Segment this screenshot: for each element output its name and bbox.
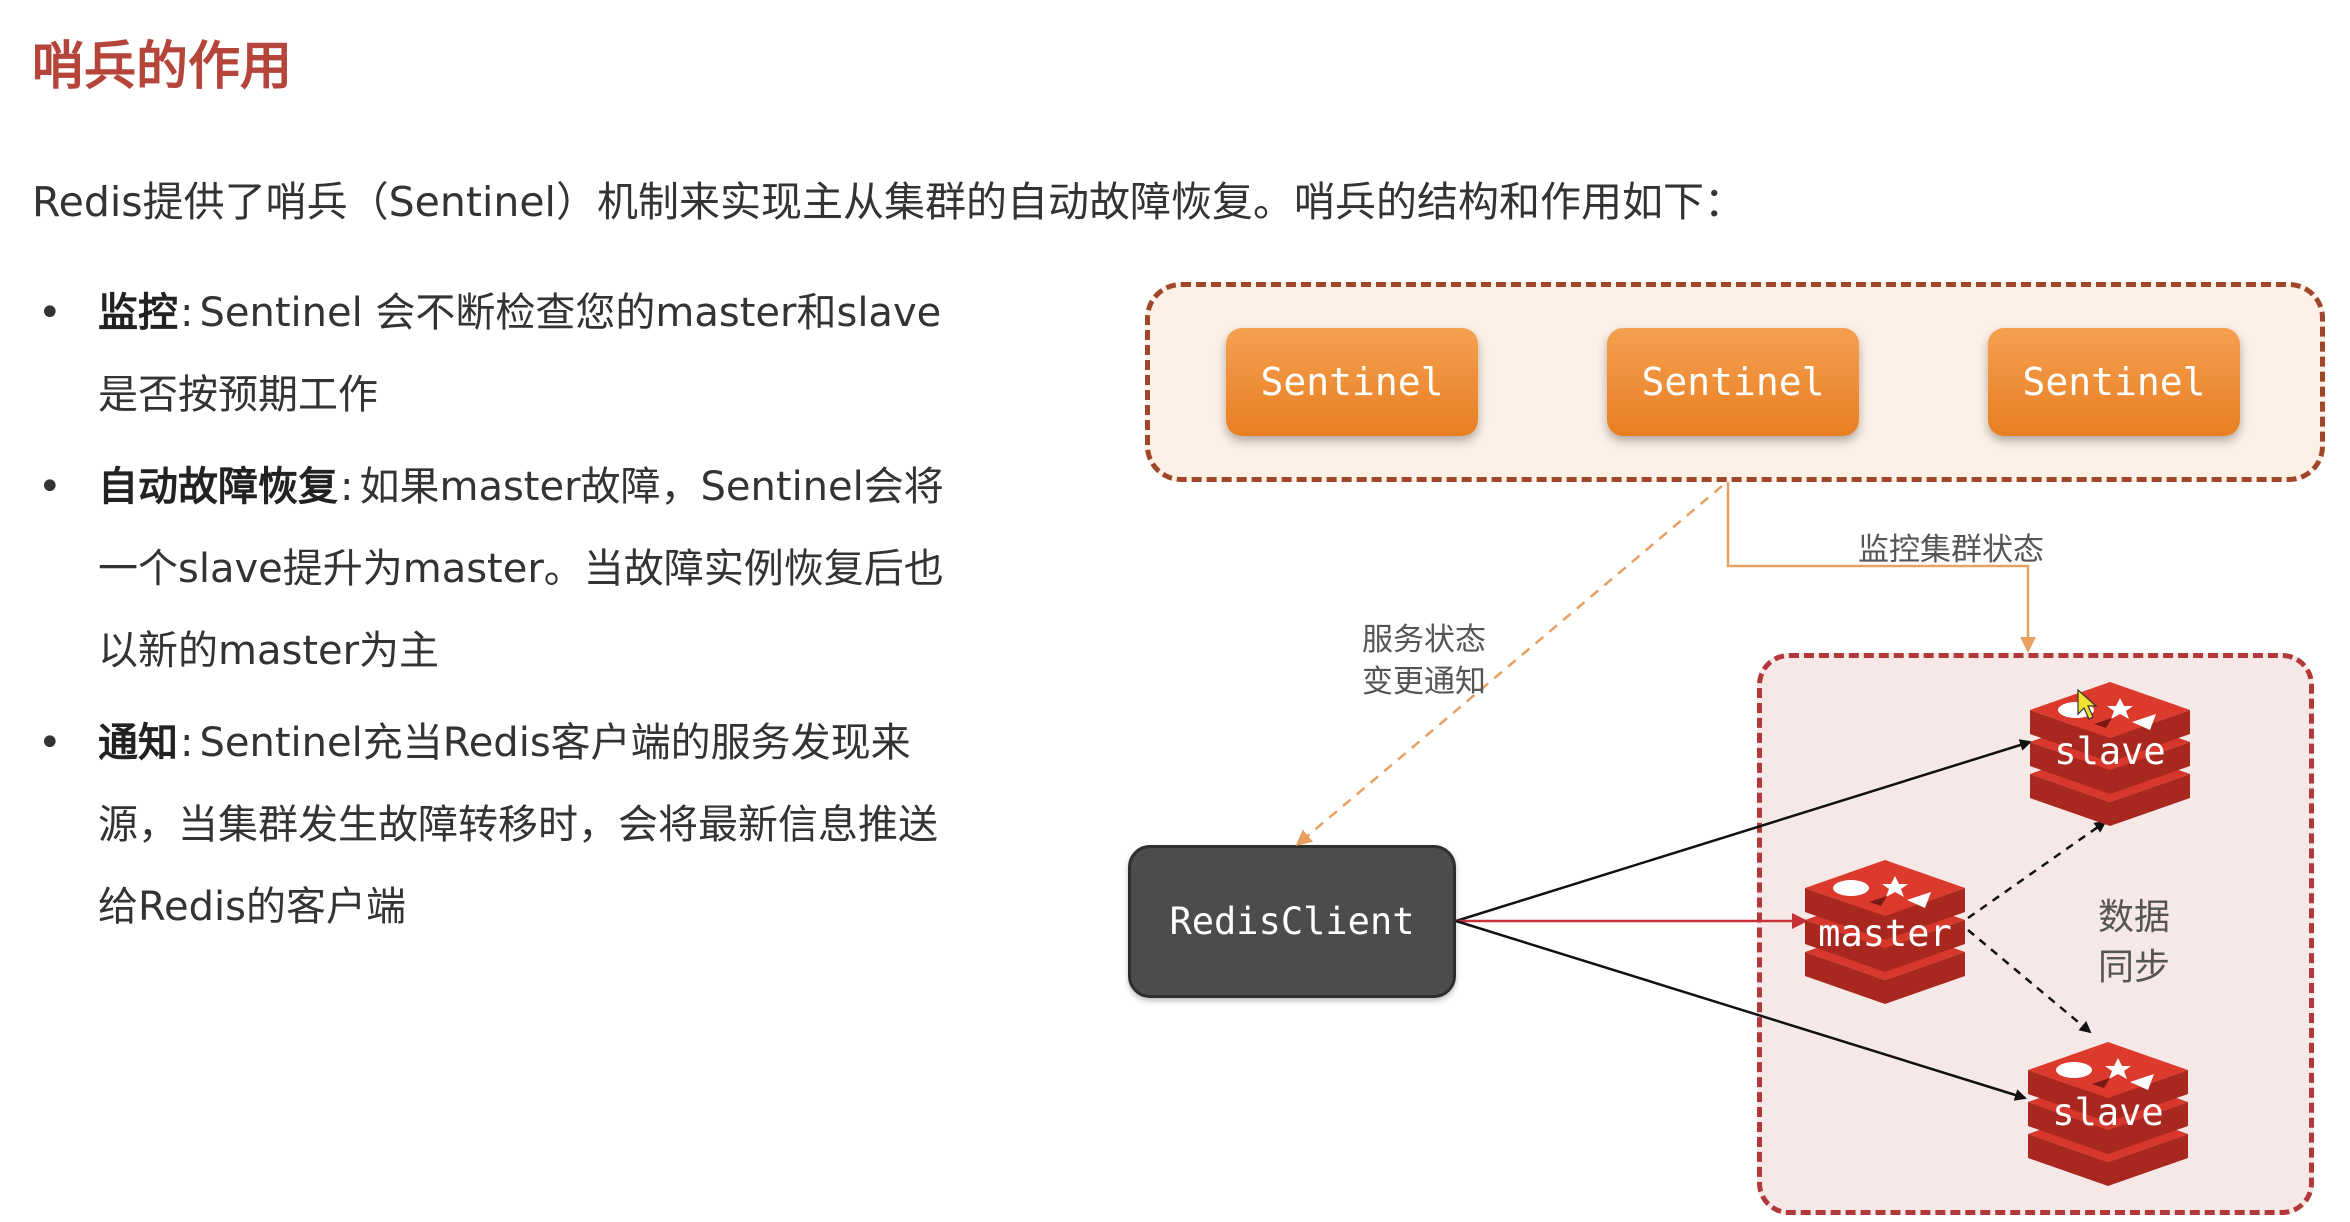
bullet-notify: • 通知:Sentinel充当Redis客户端的服务发现来 源，当集群发生故障转… [30, 702, 1070, 948]
bullet-term: 通知 [98, 720, 178, 766]
sentinel-node-1: Sentinel [1226, 328, 1478, 436]
sentinel-node-2: Sentinel [1607, 328, 1859, 436]
bullet-text: Sentinel充当Redis客户端的服务发现来 [199, 720, 911, 766]
redis-client-node: RedisClient [1128, 845, 1456, 998]
bullet-text: 如果master故障，Sentinel会将 [359, 464, 944, 510]
bullet-line: 监控:Sentinel 会不断检查您的master和slave [98, 290, 942, 336]
sync-arrow-bottom [1967, 929, 2092, 1034]
slave-top-label: slave [2054, 730, 2166, 773]
client-to-slave-bottom-arrow [1455, 919, 2027, 1101]
intro-text: Redis提供了哨兵（Sentinel）机制来实现主从集群的自动故障恢复。哨兵的… [32, 178, 1745, 226]
bullet-dot: • [38, 720, 62, 766]
bullet-line: 自动故障恢复:如果master故障，Sentinel会将 [98, 464, 944, 510]
bullet-term: 监控 [98, 290, 178, 336]
notify-connector [1295, 485, 1723, 846]
sentinel-node-3: Sentinel [1988, 328, 2240, 436]
bullet-failover: • 自动故障恢复:如果master故障，Sentinel会将 一个slave提升… [30, 446, 1070, 692]
bullet-dot: • [38, 464, 62, 510]
client-to-slave-top-arrow [1455, 739, 2032, 923]
bullet-text: 是否按预期工作 [98, 372, 378, 418]
sync-label-line2: 同步 [2098, 947, 2171, 988]
monitor-connector [1726, 482, 2036, 653]
monitor-label: 监控集群状态 [1858, 532, 2044, 568]
notify-label-line2: 变更通知 [1362, 664, 1486, 700]
sync-arrow-top [1967, 820, 2107, 920]
bullet-list: • 监控:Sentinel 会不断检查您的master和slave 是否按预期工… [30, 272, 1070, 958]
bullet-monitor: • 监控:Sentinel 会不断检查您的master和slave 是否按预期工… [30, 272, 1070, 436]
notify-label-line1: 服务状态 [1362, 622, 1486, 658]
slave-bottom-label: slave [2052, 1091, 2164, 1134]
bullet-text: 给Redis的客户端 [98, 884, 406, 930]
bullet-term: 自动故障恢复 [98, 464, 338, 510]
bullet-line: 通知:Sentinel充当Redis客户端的服务发现来 [98, 720, 911, 766]
page-title: 哨兵的作用 [32, 37, 293, 97]
sync-label-line1: 数据 [2098, 897, 2171, 938]
bullet-text: 以新的master为主 [98, 628, 440, 674]
master-label: master [1818, 912, 1952, 955]
bullet-text: 源，当集群发生故障转移时，会将最新信息推送 [98, 802, 938, 848]
bullet-text: 一个slave提升为master。当故障实例恢复后也 [98, 546, 944, 592]
bullet-text: Sentinel 会不断检查您的master和slave [199, 290, 942, 336]
cursor-icon [2077, 688, 2098, 720]
bullet-dot: • [38, 290, 62, 336]
